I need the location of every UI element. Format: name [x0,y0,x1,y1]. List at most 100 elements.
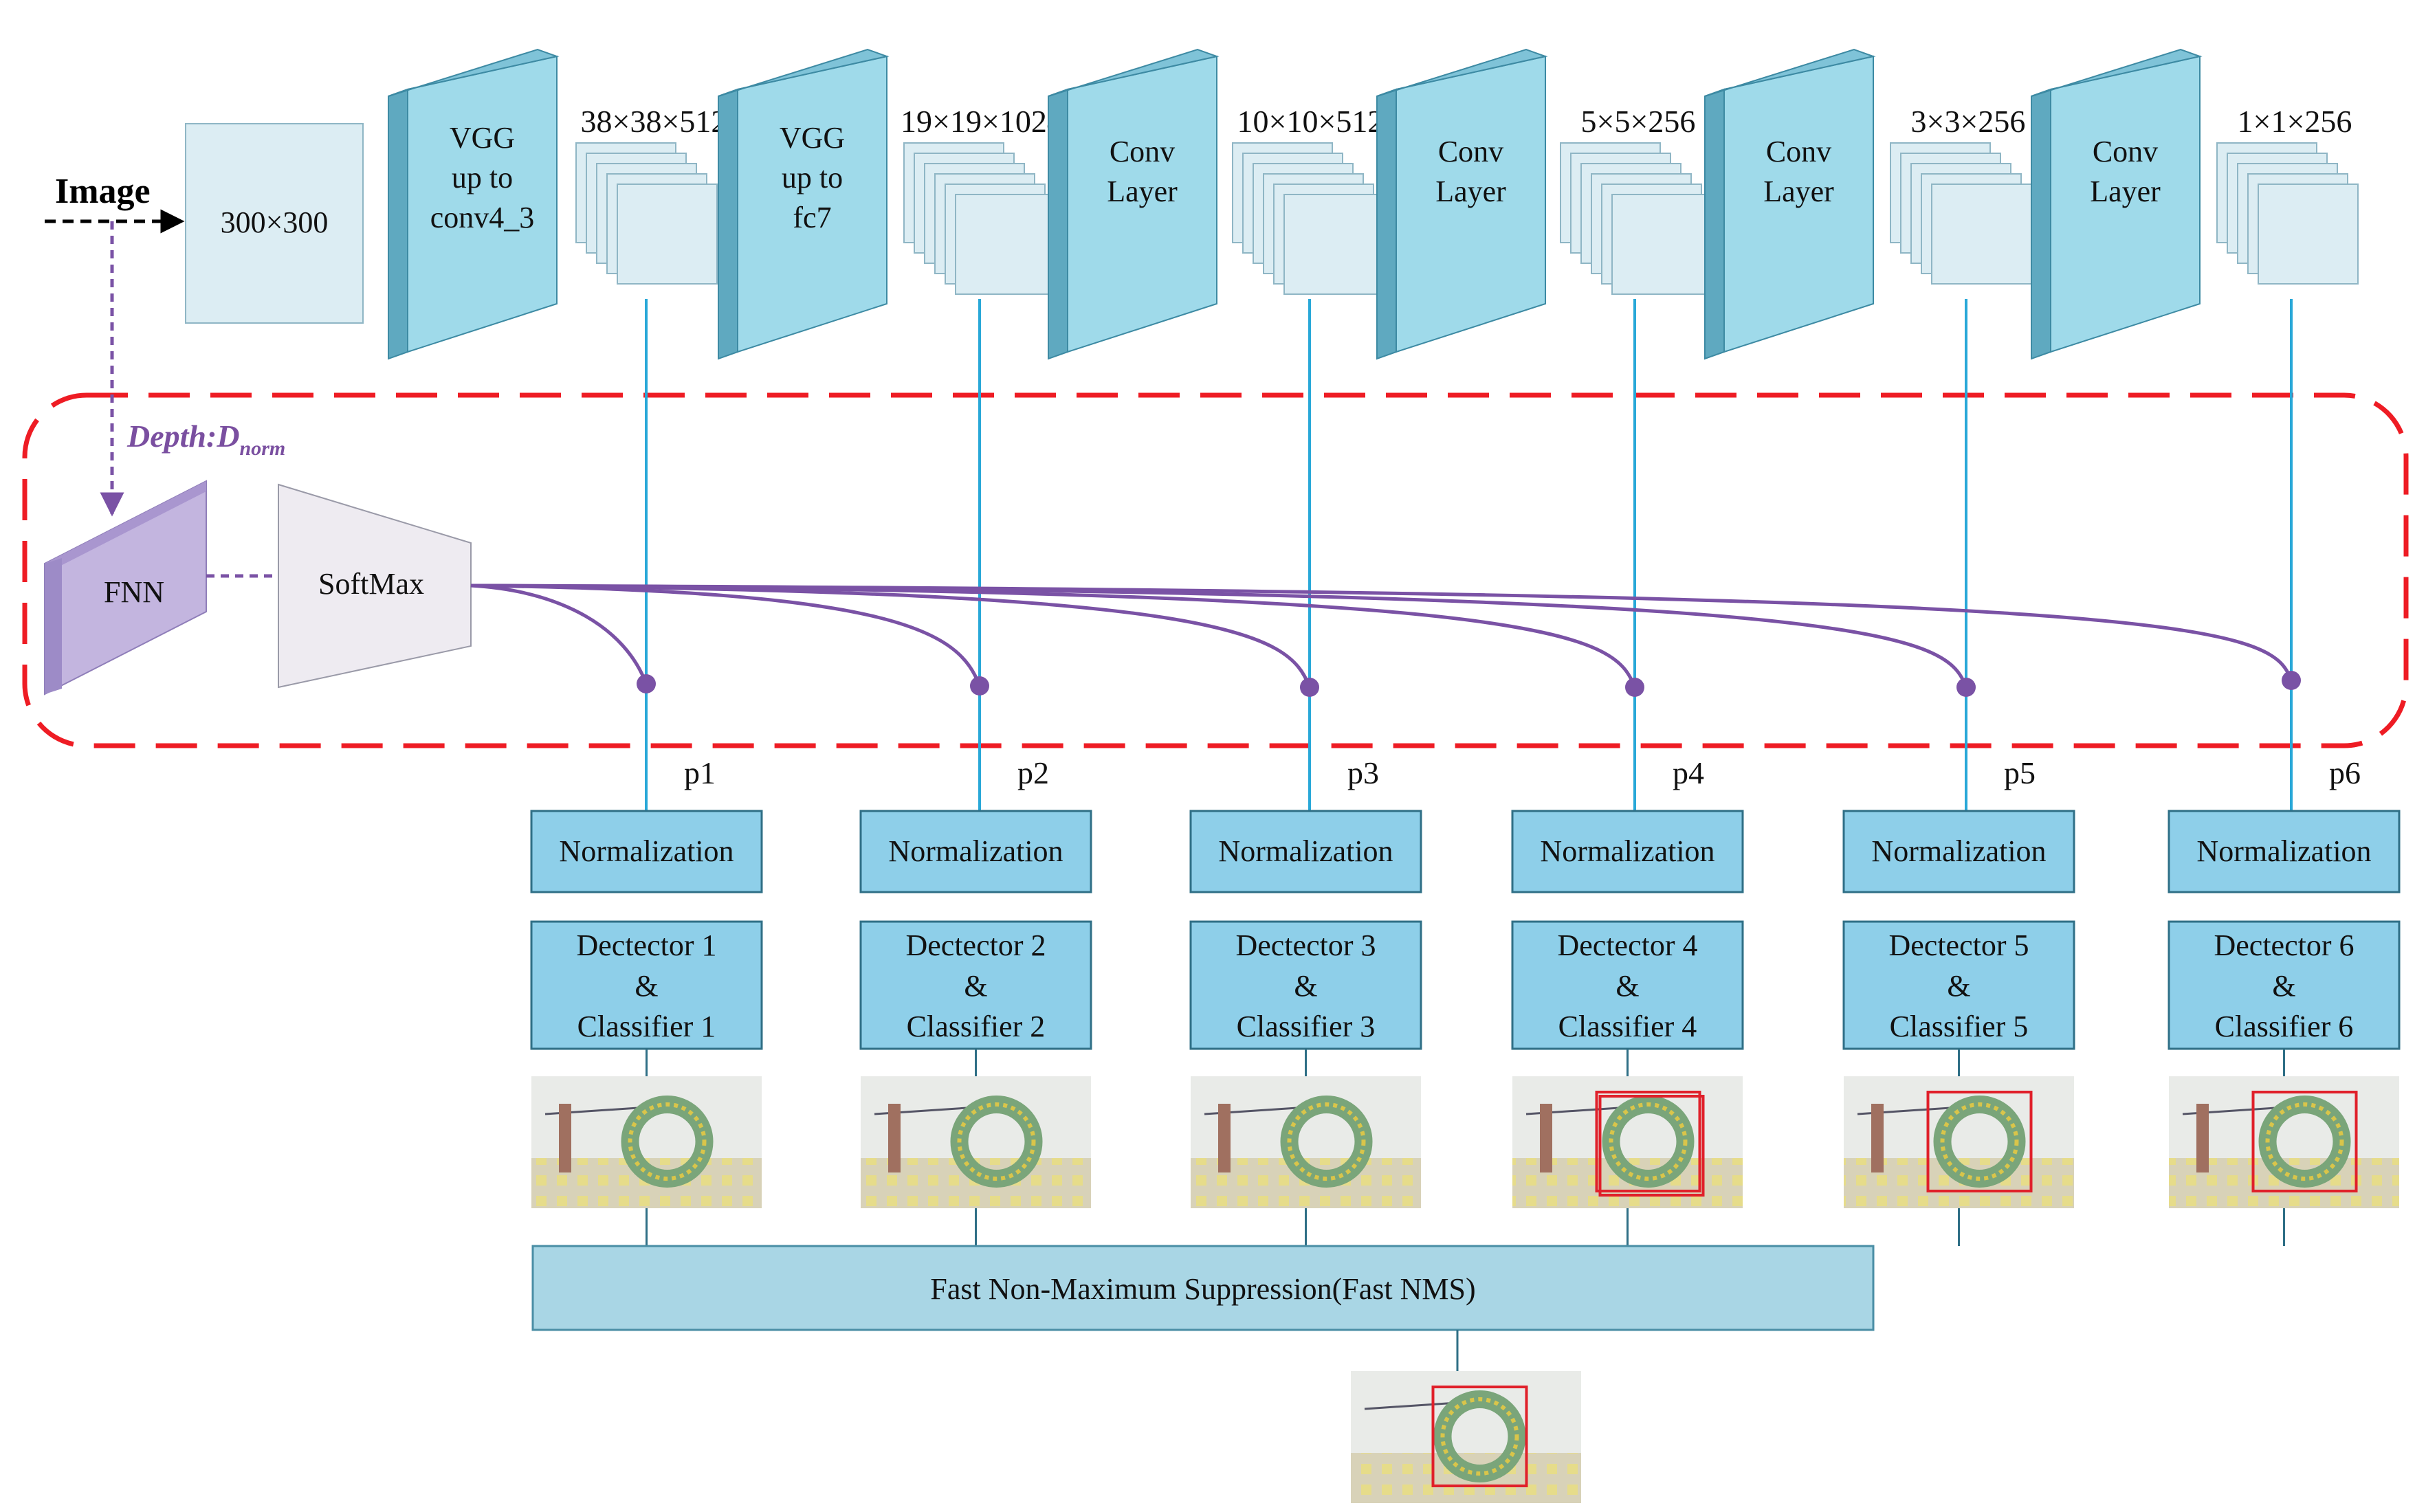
feature-map [1283,194,1385,295]
backbone-block-top [388,48,560,97]
feature-map [955,194,1056,295]
softmax-block [278,483,472,689]
backbone-block-label: Conv [1438,135,1503,168]
normalization-box-5 [1842,810,2075,893]
input-box [185,123,364,324]
backbone-block-label: fc7 [793,201,831,234]
classifier-label: Classifier 3 [1237,1010,1376,1043]
detection-box [1595,1091,1701,1192]
classifier-label: Classifier 4 [1558,1010,1697,1043]
feature-map-stack-3: 10×10×512 [1232,104,1385,295]
normalization-box-2 [859,810,1092,893]
ampersand-label: & [1947,969,1970,1003]
detection-thumbnail-5 [1844,1076,2074,1208]
weight-node-4 [1625,678,1644,697]
weight-label-p3: p3 [1347,755,1379,790]
detection-thumbnail-4 [1512,1076,1743,1208]
feature-map [617,184,718,285]
final-output-image [1351,1371,1581,1503]
thumbnail-ring-pattern [957,1102,1036,1181]
feature-map-stack-2: 19×19×1024 [901,104,1063,295]
detection-thumbnail-6 [2169,1076,2399,1208]
fnn-block: FNN [44,480,207,696]
backbone-block-side [1704,88,1725,360]
backbone-block-2: VGG up to fc7 [718,48,890,360]
classifier-label: Classifier 5 [1890,1010,2029,1043]
detection-box [2251,1091,2358,1192]
backbone-block-label: Layer [1763,175,1834,208]
normalization-label: Normalization [1540,834,1714,868]
image-label: Image [55,172,151,211]
weight-node-1 [637,674,656,693]
ampersand-label: & [1616,969,1639,1003]
detector-label: Dectector 4 [1558,929,1698,962]
backbone-block-label: conv4_3 [430,201,535,234]
thumbnail-ladder [1540,1104,1552,1172]
weight-label-p4: p4 [1673,755,1704,790]
normalization-box-1 [530,810,763,893]
detector-classifier-box-3 [1189,920,1422,1050]
backbone-block-label: Conv [1766,135,1831,168]
backbone-block-top [1704,48,1876,97]
depth-label: Depth:Dnorm [126,419,285,460]
ampersand-label: & [2272,969,2295,1003]
ampersand-label: & [964,969,987,1003]
nms-label: Fast Non-Maximum Suppression(Fast NMS) [930,1272,1475,1306]
classifier-label: Classifier 6 [2215,1010,2354,1043]
weight-node-5 [1956,678,1976,697]
normalization-label: Normalization [1218,834,1393,868]
thumbnail-ring-pattern [2265,1102,2344,1181]
softmax-weight-curve-4 [470,583,1637,688]
weight-node-2 [970,676,989,696]
detection-thumbnail-1 [531,1076,762,1208]
normalization-label: Normalization [2196,834,2371,868]
detector-classifier-box-5 [1842,920,2075,1050]
backbone-block-label: Conv [1110,135,1175,168]
feature-map-size-label: 1×1×256 [2238,104,2352,139]
detector-label: Dectector 5 [1889,929,2029,962]
backbone-block-label: Layer [1435,175,1506,208]
weight-label-p2: p2 [1017,755,1049,790]
detection-box [1598,1095,1705,1197]
feature-map-stack-4: 5×5×256 [1560,104,1712,295]
feature-map-stack-1: 38×38×512 [575,104,727,285]
final-thumbnail-ring-pattern [1440,1397,1519,1476]
normalization-box-3 [1189,810,1422,893]
normalization-box-4 [1511,810,1744,893]
thumbnail-ladder [1218,1104,1231,1172]
detector-classifier-box-4 [1511,920,1744,1050]
weight-label-p1: p1 [684,755,716,790]
weight-label-p5: p5 [2004,755,2036,790]
normalization-label: Normalization [888,834,1063,868]
backbone-block-side [388,88,408,360]
backbone-block-side [718,88,738,360]
softmax-label: SoftMax [318,567,424,601]
detection-thumbnail-2 [861,1076,1091,1208]
thumbnail-ladder [1871,1104,1884,1172]
softmax-weight-curve-6 [470,583,2293,681]
backbone-block-label: up to [782,161,843,194]
input-size-label: 300×300 [221,205,329,239]
final-detection-box [1431,1386,1528,1487]
softmax-weight-curve-2 [470,583,982,687]
feature-map-size-label: 5×5×256 [1581,104,1696,139]
backbone-block-top [1376,48,1548,97]
ampersand-label: & [1294,969,1317,1003]
backbone-block-label: up to [452,161,513,194]
thumbnail-ladder [559,1104,571,1172]
detector-classifier-box-2 [859,920,1092,1050]
normalization-label: Normalization [559,834,734,868]
feature-map [2258,184,2359,285]
detection-thumbnail-3 [1191,1076,1421,1208]
backbone-block-label: VGG [780,121,845,155]
feature-map-size-label: 19×19×1024 [901,104,1063,139]
feature-map [1931,184,2032,285]
backbone-block-side [1048,88,1068,360]
detector-label: Dectector 3 [1236,929,1376,962]
ampersand-label: & [635,969,658,1003]
